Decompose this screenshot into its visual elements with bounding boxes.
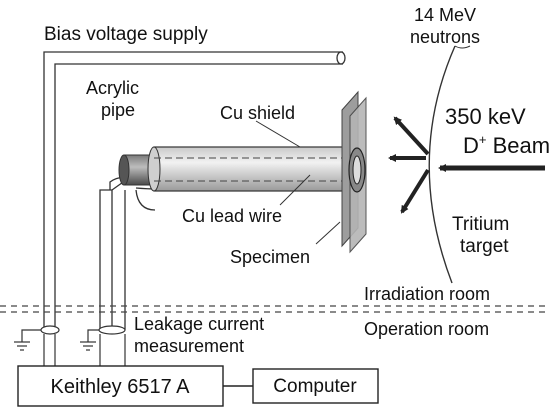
cu-lead-wire-label: Cu lead wire <box>182 206 282 226</box>
signal-cable <box>99 176 176 330</box>
cu-shield-leader <box>255 120 301 148</box>
irradiation-room-label: Irradiation room <box>364 284 490 304</box>
tritium-target-arc <box>428 45 456 284</box>
bias-supply-label: Bias voltage supply <box>44 24 208 45</box>
operation-room-label: Operation room <box>364 319 489 339</box>
computer-label: Computer <box>273 376 357 397</box>
leakage-label-1: Leakage current <box>134 314 264 334</box>
acrylic-label-1: Acrylic <box>86 78 139 98</box>
acrylic-label-2: pipe <box>101 100 135 120</box>
beam-label-2: D+ Beam <box>463 132 549 158</box>
cu-lead-leader <box>279 174 311 206</box>
keithley-label: Keithley 6517 A <box>51 376 191 398</box>
neutron-arrows <box>388 116 430 214</box>
tritium-label-2: target <box>460 236 509 257</box>
cu-shield-pipe <box>147 120 355 206</box>
room-divider <box>0 305 549 313</box>
bias-supply-cable <box>43 51 346 330</box>
cu-shield-label: Cu shield <box>220 103 295 123</box>
specimen-plates <box>315 90 367 254</box>
computer-box <box>252 368 379 404</box>
specimen-label: Specimen <box>230 247 310 267</box>
neutrons-label-2: neutrons <box>410 27 480 47</box>
tritium-label-1: Tritium <box>452 214 509 235</box>
neutrons-leader <box>454 45 471 49</box>
ground-symbol-left <box>14 325 60 351</box>
leakage-label-2: measurement <box>134 336 244 356</box>
beam-label-1: 350 keV <box>445 104 526 129</box>
neutron-arrow-down <box>400 168 430 214</box>
ground-symbol-right <box>80 325 126 351</box>
neutrons-label-1: 14 MeV <box>414 5 476 25</box>
keithley-inputs <box>43 334 126 366</box>
neutron-arrow-up <box>393 116 430 156</box>
specimen-leader <box>315 221 341 245</box>
